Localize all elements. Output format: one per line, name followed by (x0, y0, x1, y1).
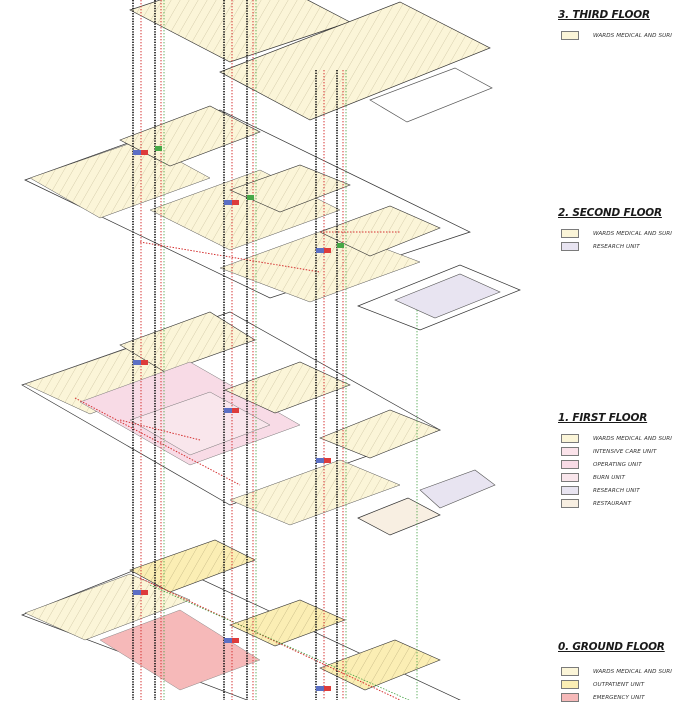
legend-item: OPERATING UNIT (558, 458, 700, 471)
first-floor-restaurant (357, 497, 441, 536)
legend-first-floor: 1. FIRST FLOOR WARDS MEDICAL AND SURI IN… (558, 412, 700, 510)
legend-label: RESEARCH UNIT (593, 487, 640, 494)
green-service-lines (163, 0, 418, 700)
legend-third-floor: 3. THIRD FLOOR WARDS MEDICAL AND SURI (558, 9, 700, 42)
legend-swatch (561, 486, 579, 495)
legend-item: RESEARCH UNIT (558, 484, 700, 497)
legend-label: EMERGENCY UNIT (593, 694, 645, 701)
legend-label: WARDS MEDICAL AND SURI (593, 230, 673, 237)
ground-floor (21, 539, 461, 700)
vertical-circulation (132, 0, 418, 700)
legend-item: WARDS MEDICAL AND SURI (558, 29, 700, 42)
legend-title: 1. FIRST FLOOR (558, 412, 648, 424)
legend-label: WARDS MEDICAL AND SURI (593, 32, 673, 39)
second-floor-research-unit (394, 273, 501, 319)
legend-ground-floor: 0. GROUND FLOOR WARDS MEDICAL AND SURI O… (558, 641, 700, 704)
legend-label: BURN UNIT (593, 474, 626, 481)
second-floor-ward-f (319, 205, 441, 257)
first-floor-burn-unit (129, 391, 271, 456)
legend-item: WARDS MEDICAL AND SURI (558, 432, 700, 445)
legend-second-floor: 2. SECOND FLOOR WARDS MEDICAL AND SURI R… (558, 207, 700, 253)
ground-floor-outpatient-c (319, 639, 441, 691)
legend-swatch (561, 242, 579, 251)
first-floor (21, 311, 496, 536)
core-blocks (133, 146, 344, 691)
legend-item: EMERGENCY UNIT (558, 691, 700, 704)
legend-label: OUTPATIENT UNIT (593, 681, 645, 688)
legend-swatch (561, 499, 579, 508)
legend-swatch (561, 693, 579, 702)
third-floor (129, 0, 493, 123)
ground-floor-ward-a (24, 573, 191, 641)
ground-floor-emergency (99, 609, 261, 691)
legend-swatch (561, 667, 579, 676)
legend-item: WARDS MEDICAL AND SURI (558, 665, 700, 678)
stair-lines (132, 0, 338, 700)
first-floor-ward-b (119, 311, 256, 373)
legend-item: OUTPATIENT UNIT (558, 678, 700, 691)
legend-label: OPERATING UNIT (593, 461, 642, 468)
legend-swatch (561, 680, 579, 689)
third-floor-roof-outline (369, 67, 493, 123)
legend-item: RESEARCH UNIT (558, 240, 700, 253)
legend-title: 0. GROUND FLOOR (558, 641, 665, 653)
second-floor-ward-d (229, 164, 351, 213)
legend-label: RESTAURANT (593, 500, 632, 507)
legend-title: 3. THIRD FLOOR (558, 9, 650, 21)
legend-item: RESTAURANT (558, 497, 700, 510)
legend-label: WARDS MEDICAL AND SURI (593, 435, 673, 442)
first-floor-research-unit (419, 469, 496, 509)
legend-title: 2. SECOND FLOOR (558, 207, 662, 219)
legend-item: WARDS MEDICAL AND SURI (558, 227, 700, 240)
legend-swatch (561, 447, 579, 456)
legend-item: BURN UNIT (558, 471, 700, 484)
legend-label: INTENSIVE CARE UNIT (593, 448, 657, 455)
first-floor-ward-d (229, 459, 401, 526)
legend-swatch (561, 31, 579, 40)
legend-label: WARDS MEDICAL AND SURI (593, 668, 673, 675)
legend-swatch (561, 434, 579, 443)
legend-swatch (561, 229, 579, 238)
third-floor-ward-wing-right (219, 1, 491, 121)
second-floor (24, 105, 521, 331)
first-floor-ward-e (319, 409, 441, 459)
legend-item: INTENSIVE CARE UNIT (558, 445, 700, 458)
legend-swatch (561, 473, 579, 482)
red-service-lines (140, 0, 344, 700)
legend-label: RESEARCH UNIT (593, 243, 640, 250)
legend-swatch (561, 460, 579, 469)
